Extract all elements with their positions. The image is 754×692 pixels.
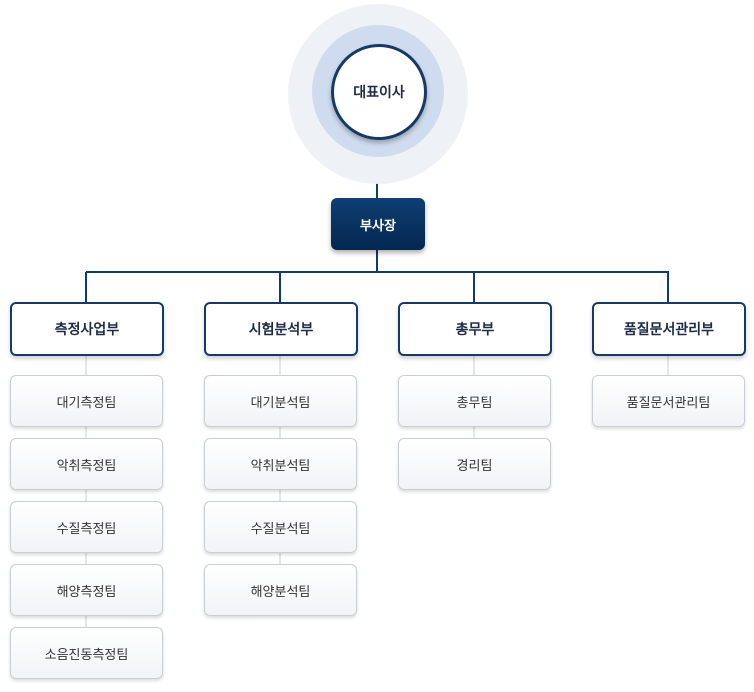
team-node: 품질문서관리팀 bbox=[592, 375, 745, 427]
ceo-node: 대표이사 bbox=[331, 44, 427, 140]
department-node: 품질문서관리부 bbox=[592, 302, 746, 356]
team-label: 수질측정팀 bbox=[56, 521, 117, 537]
team-node: 악취측정팀 bbox=[10, 438, 163, 490]
vice-president-label: 부사장 bbox=[360, 218, 396, 234]
team-label: 총무팀 bbox=[456, 395, 493, 411]
team-node: 해양분석팀 bbox=[204, 564, 357, 616]
team-node: 악취분석팀 bbox=[204, 438, 357, 490]
department-label: 품질문서관리부 bbox=[623, 322, 715, 338]
team-node: 해양측정팀 bbox=[10, 564, 163, 616]
department-node: 시험분석부 bbox=[204, 302, 358, 356]
team-node: 대기분석팀 bbox=[204, 375, 357, 427]
department-drop-lines bbox=[85, 272, 669, 302]
team-label: 악취분석팀 bbox=[250, 458, 311, 474]
team-label: 소음진동측정팀 bbox=[44, 647, 129, 663]
team-label: 악취측정팀 bbox=[56, 458, 117, 474]
team-label: 해양측정팀 bbox=[56, 584, 117, 600]
vice-president-node: 부사장 bbox=[331, 198, 425, 250]
department-label: 시험분석부 bbox=[248, 322, 314, 338]
department-node: 총무부 bbox=[398, 302, 552, 356]
team-node: 수질분석팀 bbox=[204, 501, 357, 553]
team-label: 품질문서관리팀 bbox=[626, 395, 711, 411]
team-label: 수질분석팀 bbox=[250, 521, 311, 537]
team-node: 수질측정팀 bbox=[10, 501, 163, 553]
team-node: 대기측정팀 bbox=[10, 375, 163, 427]
team-node: 경리팀 bbox=[398, 438, 551, 490]
team-label: 대기측정팀 bbox=[56, 395, 117, 411]
ceo-label: 대표이사 bbox=[353, 85, 405, 101]
team-node: 총무팀 bbox=[398, 375, 551, 427]
team-label: 경리팀 bbox=[456, 458, 493, 474]
department-label: 측정사업부 bbox=[54, 322, 120, 338]
team-node: 소음진동측정팀 bbox=[10, 627, 163, 679]
department-node: 측정사업부 bbox=[10, 302, 164, 356]
team-label: 해양분석팀 bbox=[250, 584, 311, 600]
team-connector-lines bbox=[85, 354, 669, 653]
team-label: 대기분석팀 bbox=[250, 395, 311, 411]
department-label: 총무부 bbox=[455, 322, 495, 338]
